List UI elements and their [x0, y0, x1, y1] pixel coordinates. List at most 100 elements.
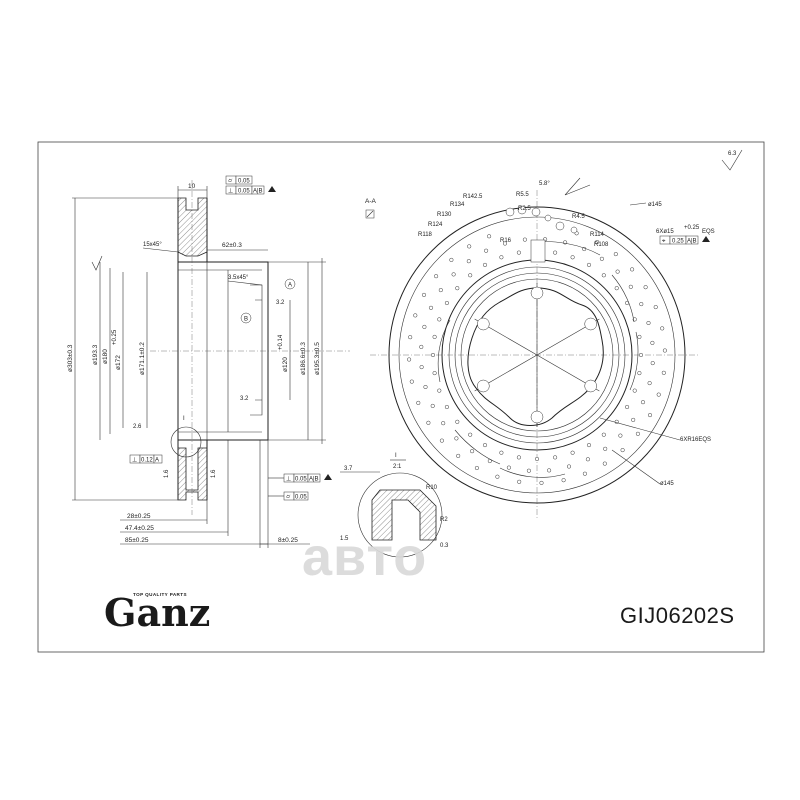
drilled-holes	[407, 231, 667, 485]
drill-hole	[586, 443, 592, 448]
title-block: TOP QUALITY PARTS Ganz GIJ06202S	[104, 590, 735, 635]
drill-hole	[602, 461, 607, 466]
detail-scale: 2:1	[393, 464, 402, 470]
drill-hole	[487, 234, 492, 239]
chamfer-3-5x45: 3.5x45°	[228, 275, 249, 281]
drill-hole	[502, 241, 508, 246]
svg-text:0.05: 0.05	[295, 477, 307, 483]
radius-r5-5: R5.5	[516, 192, 529, 198]
bolt-hole	[477, 317, 490, 331]
drill-hole	[630, 267, 635, 272]
bolt-hole	[530, 286, 544, 300]
drill-hole	[601, 273, 606, 278]
drill-hole	[499, 450, 504, 455]
drill-hole	[653, 305, 658, 310]
drill-hole	[422, 324, 427, 329]
svg-text:⌭: ⌭	[228, 179, 233, 185]
dim-120: ø120	[282, 357, 289, 372]
drill-hole	[444, 300, 449, 306]
drill-hole	[413, 313, 418, 318]
drill-hole	[553, 250, 558, 255]
drill-hole	[430, 352, 436, 358]
drill-hole	[423, 384, 428, 390]
bolt-hole	[584, 379, 597, 393]
drill-hole	[632, 388, 637, 393]
drill-hole	[449, 257, 454, 262]
radius-r114: R114	[590, 232, 605, 238]
svg-text:A|B: A|B	[309, 477, 319, 483]
vertical-dims-left: ø303±0.3 ø193.3 ø180 ø172 +0.25 ø171.1±0…	[67, 197, 178, 501]
radius-r134: R134	[450, 202, 465, 208]
drill-hole	[408, 335, 413, 340]
datum-b: B	[244, 317, 248, 323]
drill-hole	[631, 417, 636, 422]
side-section-view: 10 ⌭ 0.05 ⊥ 0.05 A|B 15x45° 62±0.3 3.5x4…	[67, 175, 350, 548]
section-symbol	[365, 209, 375, 219]
bolt-hole	[530, 410, 544, 424]
drill-hole	[437, 317, 442, 322]
svg-text:A|B: A|B	[253, 189, 263, 195]
drill-hole	[474, 465, 479, 471]
dim-3-7: 3.7	[344, 466, 353, 472]
svg-text:⌖: ⌖	[662, 239, 666, 245]
drill-hole	[662, 348, 667, 353]
dim-47: 47.4±0.25	[125, 525, 154, 532]
part-number: GIJ06202S	[620, 603, 735, 628]
dim-186: ø186.6±0.3	[300, 342, 307, 375]
dim-120-tol: +0.14	[278, 334, 284, 350]
dim-303: ø303±0.3	[67, 344, 74, 372]
dia-145-top: ø145	[648, 202, 662, 208]
drill-hole	[516, 455, 521, 460]
drill-hole	[430, 403, 435, 408]
fcf-bottom-1: ⊥ 0.05 A|B	[283, 473, 332, 483]
drawing-frame	[37, 141, 765, 653]
drill-hole	[566, 464, 572, 469]
svg-text:⌭: ⌭	[286, 495, 291, 501]
svg-text:0.05: 0.05	[295, 495, 307, 501]
svg-text:0.25: 0.25	[672, 239, 684, 245]
dim-180: ø180	[102, 349, 109, 364]
drill-hole	[467, 244, 472, 249]
drill-hole	[441, 421, 446, 426]
drill-hole	[660, 326, 665, 331]
drill-hole	[614, 286, 619, 291]
fcf-bottom-2: ⌭ 0.05	[283, 491, 309, 501]
drill-hole	[637, 334, 642, 339]
svg-text:0.12: 0.12	[141, 458, 153, 464]
drill-hole	[437, 388, 442, 393]
roughness-value: 6.3	[728, 151, 737, 157]
drill-hole	[421, 292, 427, 297]
dim-0-3: 0.3	[440, 543, 449, 549]
svg-text:⊥: ⊥	[228, 188, 233, 195]
dim-195: ø195.3±0.5	[314, 342, 321, 375]
watermark: авто	[302, 527, 427, 587]
drill-hole	[526, 468, 531, 473]
drill-hole	[635, 431, 640, 436]
svg-text:0.05: 0.05	[238, 179, 250, 185]
dia-145-bottom: ø145	[660, 481, 674, 487]
drill-hole	[615, 269, 620, 274]
dim-1-5: 1.5	[340, 536, 349, 542]
drill-hole	[516, 250, 521, 255]
drill-hole	[628, 284, 633, 289]
drill-hole	[625, 404, 630, 410]
drill-hole	[482, 443, 488, 448]
dim-85: 85±0.25	[125, 537, 149, 544]
radius-r108: R108	[594, 242, 609, 248]
roughness-symbol: 6.3	[721, 149, 743, 171]
roughness-2-6: 2.6	[133, 424, 142, 430]
drill-hole	[534, 456, 540, 462]
drill-hole	[650, 361, 655, 366]
brand-tagline: TOP QUALITY PARTS	[133, 592, 187, 597]
drill-hole	[561, 478, 566, 483]
radius-r2-5: R2.5	[518, 206, 531, 212]
drill-hole	[456, 453, 461, 458]
drill-hole	[466, 259, 471, 264]
detail-label: I	[395, 453, 397, 459]
brand-logo: Ganz	[104, 590, 210, 635]
drill-hole	[613, 252, 618, 257]
dim-8: 8±0.25	[278, 537, 298, 544]
holes-callout-a: 6Xø15 +0.25 EQS ⌖ 0.25 A|B	[656, 225, 715, 245]
radius-r16: R16	[500, 238, 512, 244]
